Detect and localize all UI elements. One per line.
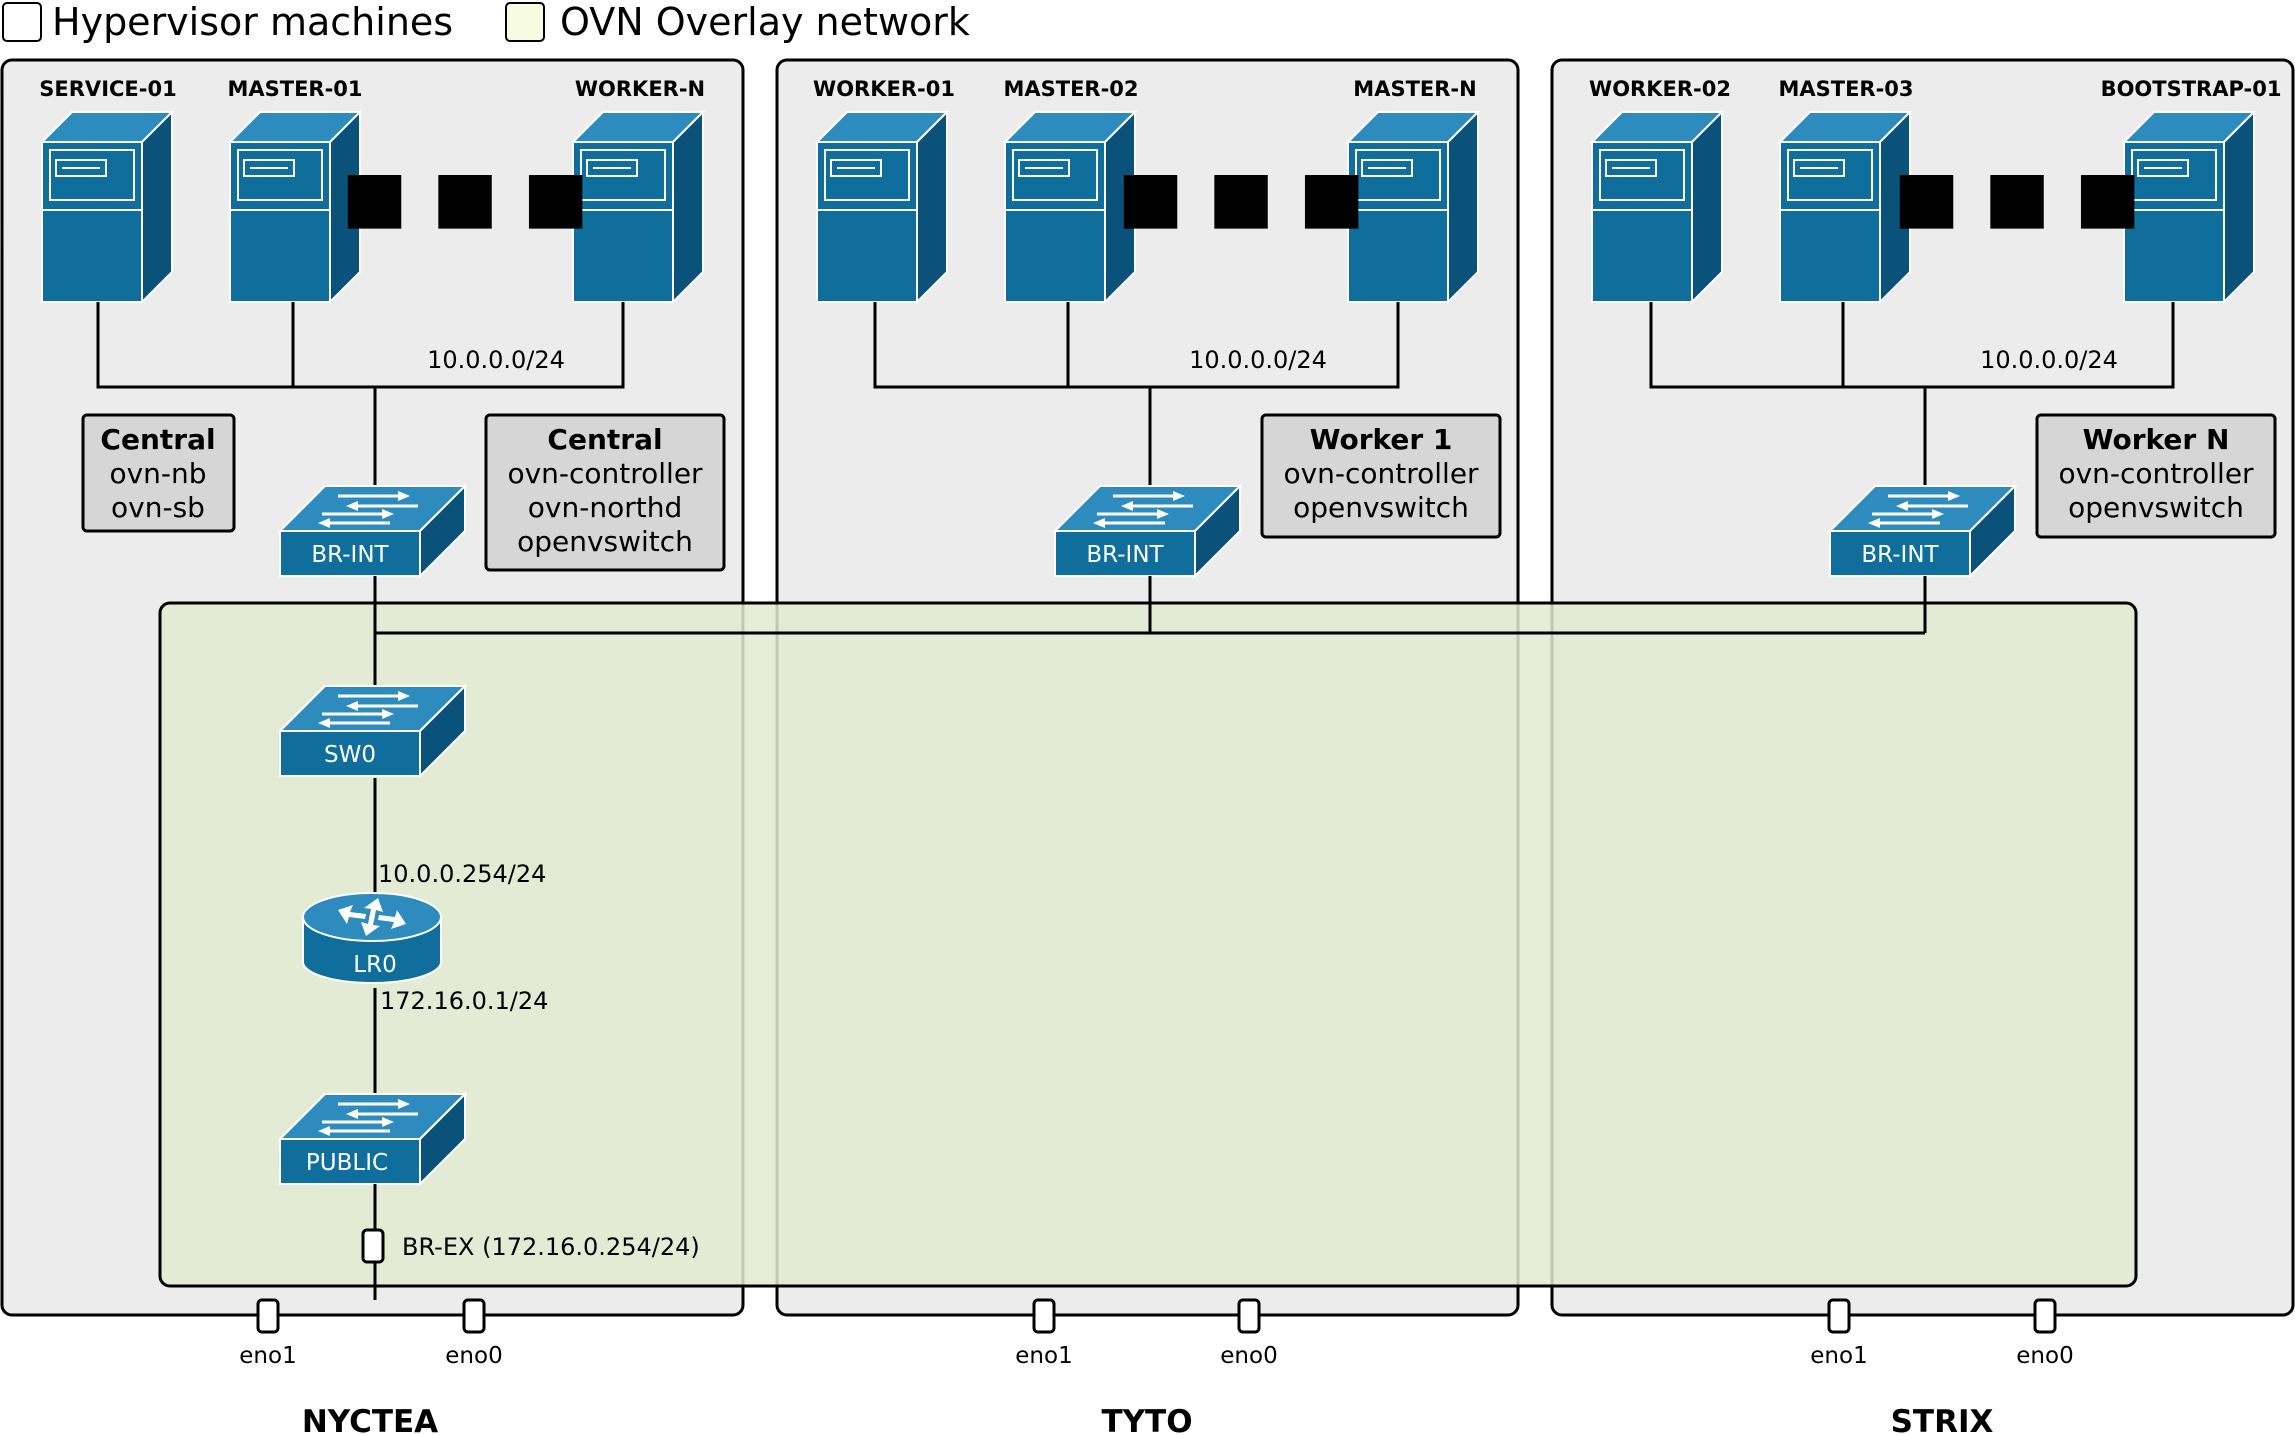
host-strix: WORKER-02 MASTER-03 BOOTSTRAP-01 ■ ■ ■ 1… [1589,77,2281,1435]
server-icon-worker-n [572,111,704,303]
server-icon-service-01 [41,111,173,303]
bridge-label: BR-INT [1086,542,1164,568]
service-line: ovn-controller [507,457,703,490]
service-box-central-db [81,413,236,533]
host-name: TYTO [1101,1404,1192,1435]
service-line: ovn-sb [111,491,205,524]
nic-label-eno1: eno1 [239,1343,296,1369]
server-icon-master-02 [1004,111,1136,303]
router-label: LR0 [353,952,396,978]
server-icon-worker-01 [816,111,948,303]
nic-icon-eno0 [462,1298,486,1334]
server-icon-master-n [1347,111,1479,303]
service-line: ovn-controller [2058,457,2254,490]
vm-label-service-01: SERVICE-01 [39,77,176,101]
host-tyto: WORKER-01 MASTER-02 MASTER-N ■ ■ ■ 10.0.… [813,77,1502,1435]
service-box-title: Worker 1 [1310,423,1453,456]
host-name: NYCTEA [302,1404,438,1435]
nic-icon-eno1 [256,1298,280,1334]
service-box-central [484,413,726,572]
service-box-title: Central [100,423,215,456]
service-line: ovn-nb [109,457,206,490]
br-ex-port-icon [361,1228,385,1264]
nic-icon-eno1 [1032,1298,1056,1334]
service-box-title: Central [547,423,662,456]
service-line: ovn-northd [528,491,682,524]
service-line: ovn-controller [1283,457,1479,490]
ellipsis-dots: ■ ■ ■ [1117,155,1364,237]
service-box-title: Worker N [2083,423,2230,456]
legend-overlay-swatch [505,2,545,42]
nic-icon-eno0 [2033,1298,2057,1334]
router-ip-outside-label: 172.16.0.1/24 [380,987,548,1015]
server-icon-master-03 [1779,111,1911,303]
legend: Hypervisor machines OVN Overlay network [2,0,970,44]
host-name: STRIX [1891,1404,1994,1435]
server-icon-worker-02 [1591,111,1723,303]
subnet-label: 10.0.0.0/24 [1980,346,2118,374]
bridge-label: BR-INT [1861,542,1939,568]
vm-bus-line [1649,302,2175,389]
overlay-network-area [158,601,2138,1288]
sw0-label: SW0 [324,742,376,768]
service-box-worker-1 [1260,413,1502,539]
nic-icon-eno0 [1237,1298,1261,1334]
vm-label-master-03: MASTER-03 [1778,77,1913,101]
br-ex-label: BR-EX (172.16.0.254/24) [402,1233,700,1261]
vm-bus-line [873,302,1400,389]
vm-label-master-02: MASTER-02 [1003,77,1138,101]
vm-label-worker-02: WORKER-02 [1589,77,1731,101]
nic-label-eno1: eno1 [1015,1343,1072,1369]
public-switch-label: PUBLIC [306,1150,388,1176]
ellipsis-dots: ■ ■ ■ [341,155,588,237]
nic-label-eno0: eno0 [1220,1343,1277,1369]
nic-label-eno1: eno1 [1810,1343,1867,1369]
server-icon-bootstrap-01 [2123,111,2255,303]
subnet-label: 10.0.0.0/24 [427,346,565,374]
vm-label-master-01: MASTER-01 [227,77,362,101]
vm-label-worker-01: WORKER-01 [813,77,955,101]
subnet-label: 10.0.0.0/24 [1189,346,1327,374]
router-icon [302,892,442,984]
router-ip-inside-label: 10.0.0.254/24 [378,860,546,888]
service-line: openvswitch [1293,491,1469,524]
host-nyctea: SERVICE-01 MASTER-01 WORKER-N ■ ■ ■ 10.0… [39,77,726,1435]
legend-hypervisor-label: Hypervisor machines [52,0,453,44]
vm-label-master-n: MASTER-N [1353,77,1476,101]
nic-label-eno0: eno0 [445,1343,502,1369]
bridge-label: BR-INT [311,542,389,568]
ellipsis-dots: ■ ■ ■ [1893,155,2140,237]
vm-label-bootstrap-01: BOOTSTRAP-01 [2101,77,2282,101]
nic-label-eno0: eno0 [2016,1343,2073,1369]
service-box-worker-n [2035,413,2277,539]
overlay-topology: SW0 10.0.0.254/24 LR0 172.16.0.1/24 PUBL… [278,576,1927,1300]
vm-label-worker-n: WORKER-N [575,77,705,101]
nic-icon-eno1 [1827,1298,1851,1334]
service-line: openvswitch [517,525,693,558]
legend-hypervisor-swatch [2,2,42,42]
vm-bus-line [96,302,625,389]
service-line: openvswitch [2068,491,2244,524]
legend-overlay-label: OVN Overlay network [560,0,970,44]
